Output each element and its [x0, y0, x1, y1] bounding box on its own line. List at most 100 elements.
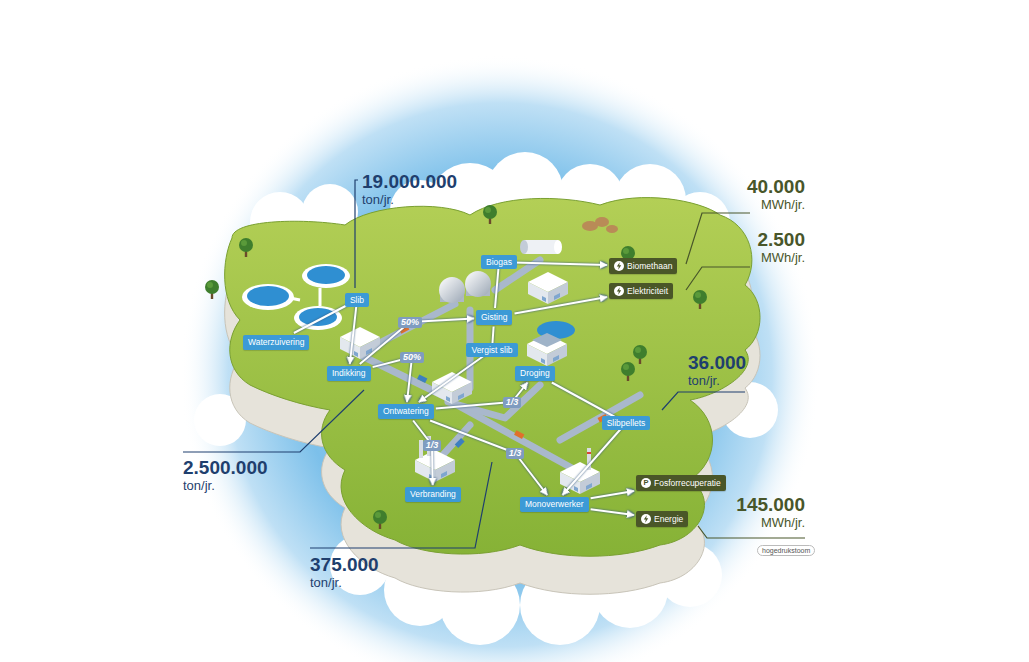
process-label: Droging [515, 366, 555, 381]
illustration-part [520, 240, 528, 254]
illustration-part [439, 277, 465, 303]
illustration-part [686, 267, 750, 290]
illustration-part [455, 438, 465, 448]
output-box: Biomethaan [609, 258, 677, 274]
flow-arrow [591, 509, 634, 515]
energy-icon [641, 514, 651, 524]
flow-label: 1/3 [423, 440, 442, 451]
flow-arrow [591, 491, 634, 498]
flow-label: 50% [398, 317, 422, 328]
illustration-part [527, 334, 567, 366]
unit-text: MWh/jr. [761, 516, 805, 529]
flow-arrow [419, 327, 494, 403]
illustration-part [595, 217, 609, 227]
node-text: Biomethaan [627, 262, 672, 271]
process-label: Indikking [327, 366, 371, 381]
illustration-part [310, 462, 492, 548]
icon-disc [614, 261, 624, 271]
unit-text: ton/jr. [310, 576, 342, 589]
illustration-part [587, 452, 591, 454]
energy-icon [614, 286, 624, 296]
node-text: Waterzuivering [248, 338, 304, 347]
illustration-part [465, 271, 491, 297]
illustration-part [355, 180, 358, 288]
steam-note: hogedrukstoom [757, 545, 815, 556]
illustration-part [290, 288, 320, 306]
illustration-part [693, 290, 707, 309]
illustration-part [294, 306, 342, 330]
illustration-part [299, 308, 337, 326]
node-text: Ontwatering [383, 407, 429, 416]
flow-label: Biogas [481, 255, 517, 270]
process-label: Waterzuivering [243, 335, 309, 350]
flow-label: Slibpellets [602, 416, 651, 431]
flow-label: 1/3 [506, 448, 525, 459]
quantity-number: 2.500 [757, 230, 805, 249]
node-text: Elektriciteit [627, 287, 668, 296]
flow-arrow [373, 357, 412, 402]
trees [205, 205, 707, 529]
flow-arrow [515, 297, 608, 314]
flow-arrow [413, 421, 433, 486]
quantity-number: 375.000 [310, 555, 379, 574]
illustration-part [225, 198, 760, 557]
flow-arrow [552, 383, 626, 496]
illustration-part [205, 280, 219, 299]
flow-label: 1/3 [503, 397, 522, 408]
illustration-part [560, 462, 600, 494]
unit-text: MWh/jr. [761, 251, 805, 264]
rocks [582, 217, 618, 233]
bolt-shape [644, 515, 648, 523]
illustration-part [239, 238, 253, 257]
process-label: Monoverwerker [520, 497, 589, 512]
water-basins [242, 264, 350, 330]
node-text: Energie [654, 515, 683, 524]
node-text: Fosforrecuperatie [654, 479, 721, 488]
node-text: Droging [520, 369, 550, 378]
roads [362, 260, 640, 478]
node-text: Monoverwerker [525, 500, 584, 509]
illustration-part [686, 213, 750, 264]
flow-label: Slib [345, 293, 369, 308]
buildings [340, 240, 600, 494]
illustration-part [417, 374, 427, 382]
illustration-part [528, 272, 568, 304]
unit-text: MWh/jr. [761, 198, 805, 211]
quantity-number: 145.000 [736, 495, 805, 514]
unit-text: ton/jr. [183, 479, 215, 492]
quantity-number: 40.000 [747, 177, 805, 196]
illustration-part [340, 327, 380, 359]
quantity-number: 2.500.000 [183, 458, 268, 477]
sky-halo [175, 50, 825, 662]
illustration-part [514, 430, 524, 439]
process-label: Ontwatering [378, 404, 434, 419]
illustration-part [532, 333, 562, 347]
flow-arrow [430, 421, 547, 496]
flow-label: 50% [400, 352, 424, 363]
unit-text: ton/jr. [688, 374, 720, 387]
illustration-part [183, 390, 364, 452]
process-label: Verbranding [405, 487, 461, 502]
illustration-part [554, 240, 562, 254]
bolt-shape [617, 262, 621, 270]
process-label: Gisting [476, 310, 512, 325]
leader-lines [183, 180, 805, 548]
illustration-part [606, 225, 618, 233]
output-box: Elektriciteit [609, 283, 673, 299]
illustration-part [524, 240, 558, 254]
flow-arrow [436, 383, 528, 409]
node-text: Gisting [481, 313, 507, 322]
illustration-part [483, 205, 497, 224]
illustration-part [307, 266, 345, 284]
illustration-part [247, 286, 289, 306]
quantity-number: 36.000 [688, 353, 746, 372]
quantity-number: 19.000.000 [362, 172, 457, 191]
clouds [194, 152, 778, 645]
unit-text: ton/jr. [362, 193, 394, 206]
phosphorus-symbol: P [641, 478, 651, 488]
illustration-part [633, 345, 647, 364]
illustration-part [662, 392, 745, 410]
